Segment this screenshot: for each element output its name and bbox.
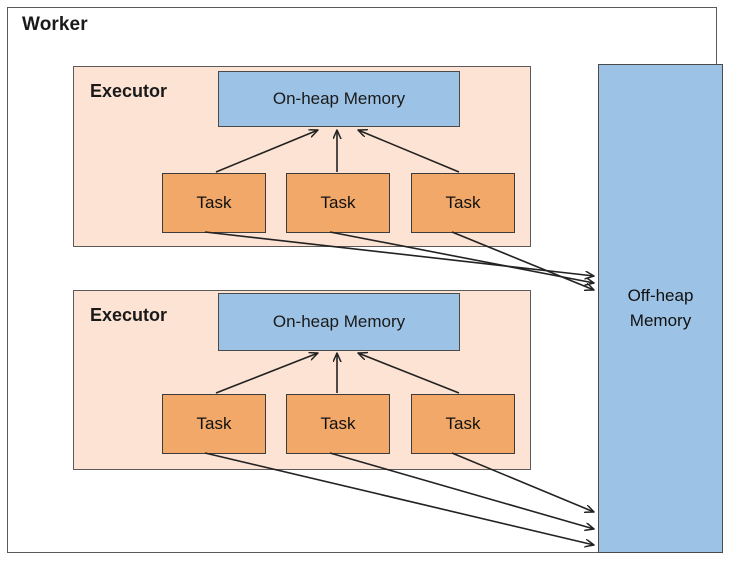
executor-1-task-1: Task <box>162 173 266 233</box>
off-heap-memory: Off-heap Memory <box>598 64 723 553</box>
executor-2-label: Executor <box>90 305 168 325</box>
executor-2-container: Executor On-heap Memory Task Task Task <box>73 290 531 470</box>
executor-2-task-2: Task <box>286 394 390 454</box>
executor-2-task-1: Task <box>162 394 266 454</box>
executor-1-task-3: Task <box>411 173 515 233</box>
executor-1-task-2: Task <box>286 173 390 233</box>
executor-1-on-heap-memory: On-heap Memory <box>218 71 460 127</box>
off-heap-memory-label-line1: Off-heap <box>627 285 694 305</box>
executor-1-container: Executor On-heap Memory Task Task Task <box>73 66 531 247</box>
off-heap-memory-label-line2: Memory <box>629 310 692 330</box>
worker-label: Worker <box>22 14 88 35</box>
executor-2-task-3: Task <box>411 394 515 454</box>
executor-2-on-heap-memory: On-heap Memory <box>218 293 460 351</box>
executor-1-label: Executor <box>90 81 168 101</box>
